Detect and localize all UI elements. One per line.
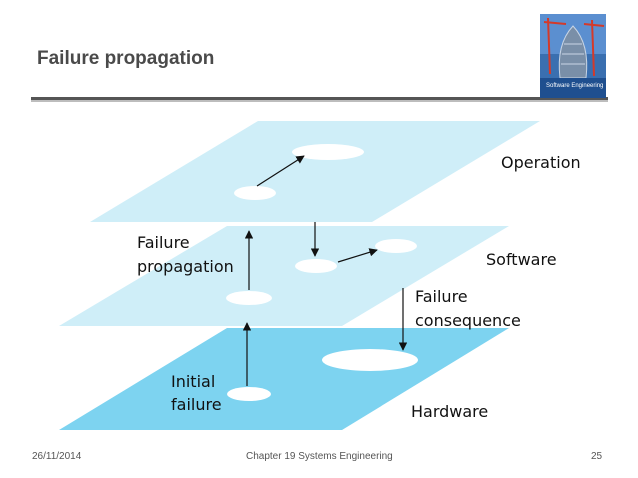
hardware-label: Hardware: [411, 402, 488, 421]
failure-consequence-label-line2: consequence: [415, 311, 521, 330]
operation-state-upper: [292, 144, 364, 160]
software-label: Software: [486, 250, 557, 269]
book-cover-illustration: Software Engineering: [540, 14, 606, 98]
operation-propagation-arrow: [256, 155, 305, 187]
footer-date: 26/11/2014: [32, 451, 82, 462]
title-divider-shadow: [31, 100, 608, 102]
cover-tower-bands: [561, 43, 585, 65]
footer-page-number: 25: [591, 451, 603, 462]
failure-propagation-label-line1: Failure: [137, 233, 190, 252]
footer-chapter: Chapter 19 Systems Engineering: [246, 451, 393, 462]
operation-layer: [90, 121, 540, 222]
software-state-right: [375, 239, 417, 253]
operation-state-lower: [234, 186, 276, 200]
hardware-state-initial: [227, 387, 271, 401]
failure-consequence-label-line1: Failure: [415, 287, 468, 306]
software-propagation-arrow: [337, 248, 378, 263]
title-divider: [31, 97, 608, 100]
software-state-middle: [295, 259, 337, 273]
slide-title: Failure propagation: [37, 48, 215, 69]
operation-label: Operation: [501, 153, 581, 172]
software-state-lower: [226, 291, 272, 305]
cover-cranes: [543, 17, 605, 77]
cover-title-band: [540, 78, 606, 98]
hardware-state-consequence: [322, 349, 418, 371]
cover-title-text: Software Engineering: [546, 83, 603, 89]
initial-failure-label-line1: Initial: [171, 372, 215, 391]
failure-propagation-label-line2: propagation: [137, 257, 234, 276]
initial-failure-label-line2: failure: [171, 395, 222, 414]
book-cover-image: Software Engineering: [540, 14, 606, 98]
